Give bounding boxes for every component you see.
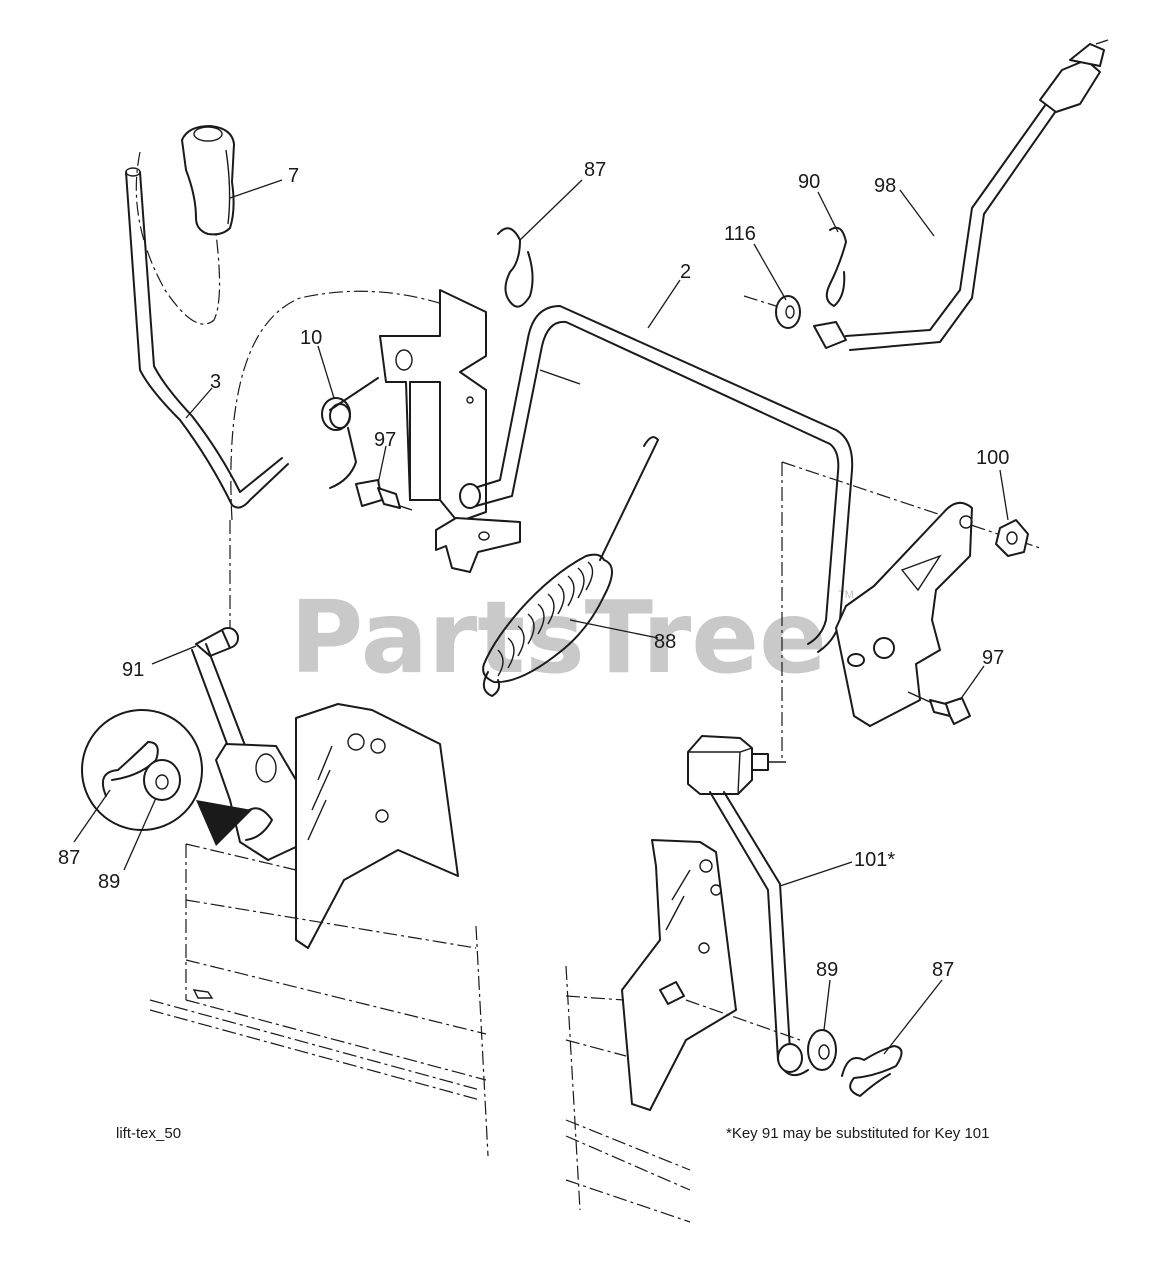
part-left-deck-plate: [295, 703, 459, 949]
part-handle-grip: [181, 125, 235, 236]
drawing-id: lift-tex_50: [116, 1125, 181, 1142]
callout-2: 2: [680, 261, 691, 283]
callout-100: 100: [976, 447, 1009, 469]
detail-magnifier: [81, 709, 252, 846]
footnote: *Key 91 may be substituted for Key 101: [726, 1125, 990, 1142]
callout-labels: 7 87 90 98 116 2 10 3 97 100 88 91 97 87…: [58, 159, 1009, 981]
watermark-trademark: TM: [838, 589, 854, 601]
part-washer-116: [743, 295, 801, 329]
part-lift-handle: [125, 167, 289, 509]
part-extension-spring: [482, 436, 659, 697]
phantom-arc-grip: [135, 151, 221, 325]
part-washer-89-right: [807, 1029, 837, 1071]
part-hex-nut-100: [995, 519, 1029, 557]
callout-97-right: 97: [982, 647, 1004, 669]
part-right-deck-plate: [621, 839, 737, 1111]
callout-88: 88: [654, 631, 676, 653]
part-hairpin-clip-90: [825, 226, 847, 307]
callout-10: 10: [300, 327, 322, 349]
watermark-text: PartsTree: [290, 579, 827, 696]
callout-3: 3: [210, 371, 221, 393]
callout-87-left: 87: [58, 847, 80, 869]
callout-89-right: 89: [816, 959, 838, 981]
callout-116: 116: [724, 223, 756, 245]
part-hairpin-clip-right: [841, 1045, 903, 1097]
part-adjustment-rod: [813, 39, 1109, 351]
callout-87-top: 87: [584, 159, 606, 181]
part-left-deck-housing: [149, 843, 489, 1157]
leader-lines: [73, 179, 1009, 1055]
callout-90: 90: [798, 171, 820, 193]
part-torsion-spring: [321, 377, 379, 489]
part-lift-link-101: [687, 735, 809, 1077]
phantom-arc-top: [230, 290, 461, 521]
part-lift-shaft: [459, 305, 854, 653]
callout-89-left: 89: [98, 871, 120, 893]
callout-97-left: 97: [374, 429, 396, 451]
callout-91: 91: [122, 659, 144, 681]
callout-87-right: 87: [932, 959, 954, 981]
part-right-deck-housing: [565, 965, 801, 1223]
callout-7: 7: [288, 165, 299, 187]
part-shoulder-bolt-right: [907, 691, 971, 725]
callout-101: 101*: [854, 849, 895, 871]
part-right-lift-bracket: [781, 461, 1041, 760]
callout-98: 98: [874, 175, 896, 197]
part-hairpin-clip-top: [497, 227, 534, 308]
part-shoulder-bolt-left: [355, 479, 413, 511]
part-bracket-plate: [379, 289, 521, 573]
part-lift-link: [191, 627, 247, 753]
watermark: PartsTree TM: [290, 579, 854, 696]
